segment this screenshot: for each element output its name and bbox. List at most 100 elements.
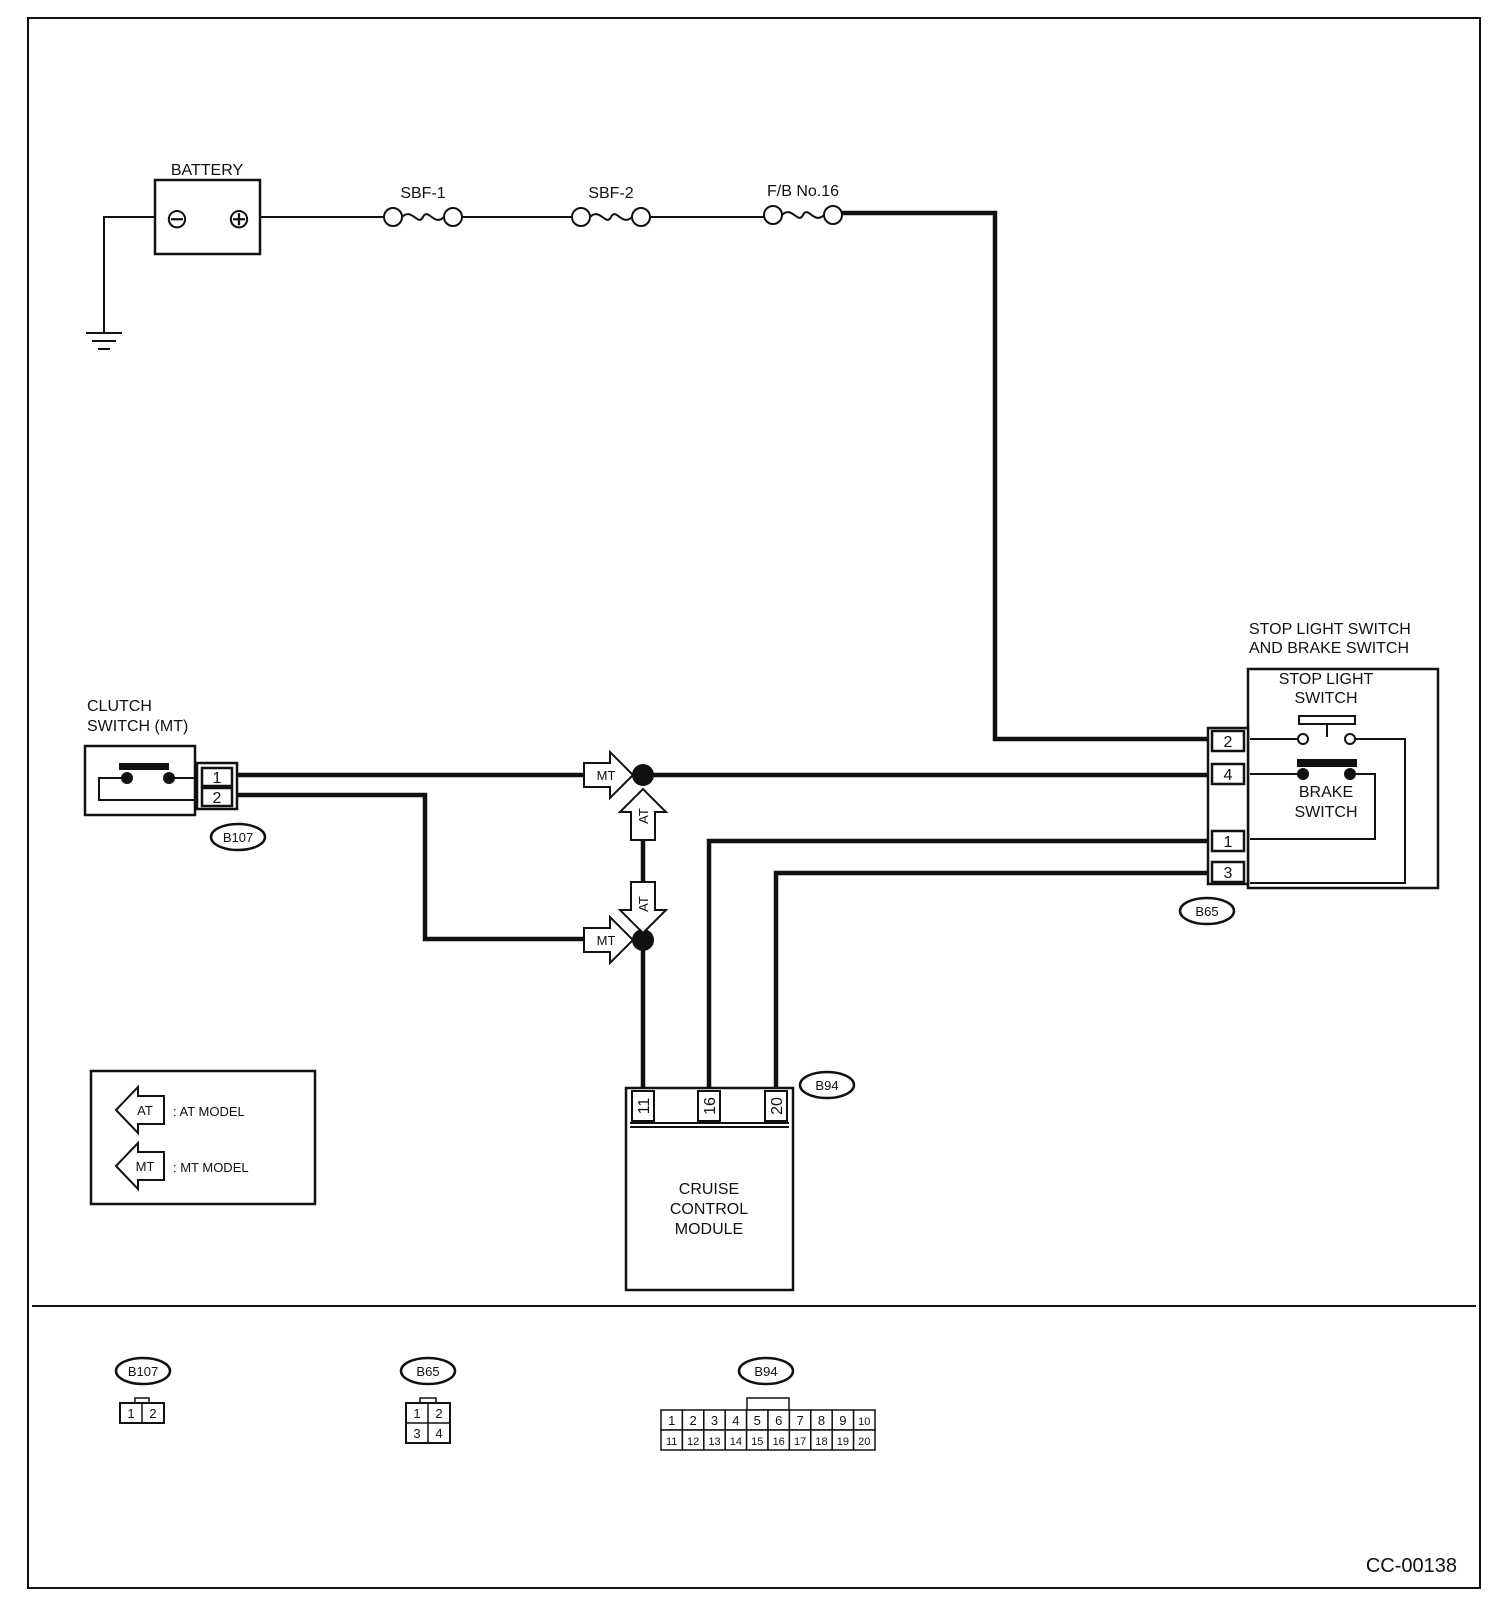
diagram-frame	[27, 17, 1481, 1589]
figure-id: CC-00138	[1366, 1555, 1457, 1577]
svg-text:3: 3	[413, 1426, 420, 1441]
b94-face-pin-label: 8	[818, 1413, 825, 1428]
battery: BATTERY ⊖ ⊕	[153, 162, 262, 256]
svg-text:AT: AT	[636, 896, 651, 912]
svg-text:1: 1	[413, 1406, 420, 1421]
wire-b65-pin3-to-b94-pin20	[773, 870, 1210, 1088]
stop-light-and-brake-switch: STOP LIGHT SWITCH AND BRAKE SWITCH STOP …	[1246, 621, 1440, 890]
b94-face-pin-label: 12	[687, 1436, 699, 1448]
ground-symbol-icon	[86, 332, 122, 350]
b65-pin-4: 4	[1224, 767, 1233, 784]
svg-text:B65: B65	[416, 1364, 439, 1379]
b94-face-pin-label: 7	[796, 1413, 803, 1428]
ccm-label-1: CRUISE	[679, 1181, 739, 1198]
svg-text:B107: B107	[128, 1364, 158, 1379]
brake-switch-label-1: BRAKE	[1299, 784, 1353, 801]
b94-face-pin-label: 5	[754, 1413, 761, 1428]
b107-connector: 1 2	[195, 761, 239, 811]
b94-face-pin-label: 10	[858, 1416, 870, 1428]
clutch-switch-label-2: SWITCH (MT)	[87, 718, 188, 735]
b107-face-view: B107 1 2	[114, 1356, 172, 1424]
junction-lower	[632, 929, 654, 951]
b94-face-pin-label: 6	[775, 1413, 782, 1428]
svg-text:B94: B94	[815, 1078, 838, 1093]
stop-brake-title-2: AND BRAKE SWITCH	[1249, 640, 1409, 657]
ground-wire	[103, 216, 155, 333]
b94-pin-16: 16	[702, 1097, 719, 1115]
legend-mt-arrow-icon: MT	[114, 1140, 165, 1192]
fuse-sbf-2: SBF-2	[571, 185, 651, 227]
clutch-switch: CLUTCH SWITCH (MT)	[83, 698, 197, 817]
b94-face-pin-label: 14	[730, 1436, 742, 1448]
svg-text:B94: B94	[754, 1364, 777, 1379]
b94-face-pin-label: 2	[689, 1413, 696, 1428]
b94-face-pin-label: 20	[858, 1436, 870, 1448]
junction-upper	[632, 764, 654, 786]
b94-face-pin-label: 4	[732, 1413, 739, 1428]
b94-face-pin-label: 1	[668, 1413, 675, 1428]
brake-switch-label-2: SWITCH	[1294, 804, 1357, 821]
svg-text:MT: MT	[597, 768, 616, 783]
b94-pin-11: 11	[636, 1098, 653, 1115]
b94-face-pin-label: 9	[839, 1413, 846, 1428]
b65-pin-1: 1	[1224, 834, 1233, 851]
stop-light-switch-label-1: STOP LIGHT	[1279, 671, 1374, 688]
b107-tag: B107	[209, 822, 267, 852]
legend-at-arrow-icon: AT	[114, 1084, 165, 1136]
b94-face-pin-label: 19	[837, 1436, 849, 1448]
b107-pin-1: 1	[213, 770, 222, 787]
fuse-fb-no16-label: F/B No.16	[767, 183, 839, 200]
b65-tag: B65	[1178, 896, 1236, 926]
b94-face-pin-label: 17	[794, 1436, 806, 1448]
svg-text:2: 2	[435, 1406, 442, 1421]
svg-text:AT: AT	[137, 1103, 153, 1118]
svg-text:MT: MT	[597, 933, 616, 948]
b65-pin-2: 2	[1224, 734, 1233, 751]
b65-pin-3: 3	[1224, 865, 1233, 882]
svg-text:AT: AT	[636, 808, 651, 824]
wire-b107-pin2-to-junction	[236, 792, 590, 942]
b94-face-pin-label: 13	[708, 1436, 720, 1448]
b65-connector: 2 4 1 3	[1206, 726, 1250, 886]
fuse-sbf-1-label: SBF-1	[400, 185, 445, 202]
mt-arrow-icon-lower: MT	[583, 914, 635, 966]
b94-pin-20: 20	[769, 1097, 786, 1115]
at-arrow-icon-lower: AT	[617, 881, 669, 935]
svg-text:1: 1	[127, 1406, 134, 1421]
svg-text:B107: B107	[223, 830, 253, 845]
legend-at-text: : AT MODEL	[173, 1104, 245, 1119]
b94-face-pin-label: 15	[751, 1436, 763, 1448]
b94-face-pin-label: 11	[666, 1436, 677, 1448]
wire-b65-pin1-to-b94-pin16	[706, 838, 1210, 1088]
battery-label: BATTERY	[171, 162, 244, 179]
b65-face-view: B65 1 2 3 4	[399, 1356, 457, 1444]
b94-face-pin-label: 3	[711, 1413, 718, 1428]
legend-mt-text: : MT MODEL	[173, 1160, 249, 1175]
wire-fuse-to-b65-pin2	[842, 210, 1210, 742]
battery-negative-terminal: ⊖	[165, 203, 188, 234]
ccm-label-2: CONTROL	[670, 1201, 748, 1218]
b94-tag: B94	[798, 1070, 856, 1100]
b94-face-pin-label: 18	[815, 1436, 827, 1448]
cruise-control-module: 11 16 20 CRUISE CONTROL MODULE	[624, 1086, 795, 1292]
stop-brake-title-1: STOP LIGHT SWITCH	[1249, 621, 1411, 638]
clutch-switch-label-1: CLUTCH	[87, 698, 152, 715]
fuse-sbf-2-label: SBF-2	[588, 185, 633, 202]
mt-arrow-icon-upper: MT	[583, 749, 635, 801]
b94-face-cell	[852, 1429, 876, 1451]
ccm-label-3: MODULE	[675, 1221, 743, 1238]
svg-text:4: 4	[435, 1426, 442, 1441]
svg-text:MT: MT	[136, 1159, 155, 1174]
battery-positive-terminal: ⊕	[227, 203, 250, 234]
stop-light-switch-label-2: SWITCH	[1294, 690, 1357, 707]
b94-face-pin-label: 16	[773, 1436, 785, 1448]
at-arrow-icon-upper: AT	[617, 787, 669, 841]
b107-pin-2: 2	[213, 790, 222, 807]
svg-text:2: 2	[149, 1406, 156, 1421]
fuse-sbf-1: SBF-1	[383, 185, 463, 227]
fuse-fb-no16: F/B No.16	[763, 183, 843, 225]
legend: AT : AT MODEL MT : MT MODEL	[89, 1069, 317, 1206]
